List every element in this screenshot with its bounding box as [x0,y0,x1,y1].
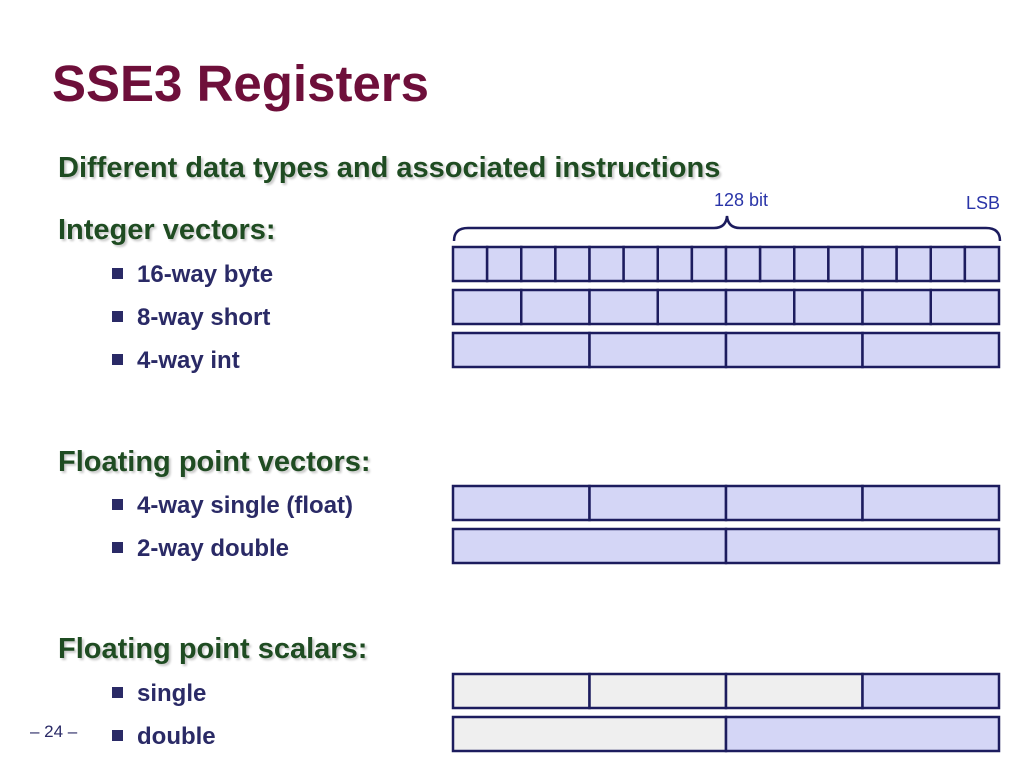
list-item-4-way-single: 4-way single (float) [112,494,353,518]
register-lane [724,715,1001,753]
square-bullet-icon [112,687,123,699]
list-item-label: 8-way short [137,304,271,331]
register-lane [588,331,728,369]
square-bullet-icon [112,542,123,554]
register-row [451,715,1001,753]
register-lane [793,288,864,326]
register-lane [656,245,694,283]
register-width-label: 128 bit [714,190,769,210]
section-heading-floating-point-scalars: Floating point scalars: [58,633,368,665]
register-lane-unused [451,715,728,753]
list-item-label: single [137,680,207,707]
register-lane [929,245,967,283]
register-lane-unused [724,672,864,710]
list-item-16-way-byte: 16-way byte [112,263,273,287]
list-item-single: single [112,682,206,706]
register-lane [451,245,489,283]
square-bullet-icon [112,499,123,511]
register-lane [861,331,1001,369]
register-lane [451,527,728,565]
register-row [451,484,1001,522]
register-row [451,245,1001,283]
register-lane [963,245,1001,283]
list-item-label: 2-way double [137,535,290,562]
register-row [451,672,1001,710]
section-heading-floating-point-vectors: Floating point vectors: [58,446,371,478]
register-lane [554,245,591,283]
register-lane-unused [451,672,591,710]
register-lane [929,288,1001,326]
register-lane [485,245,523,283]
register-row [451,331,1001,369]
square-bullet-icon [112,268,123,280]
register-lane [827,245,864,283]
lsb-label: LSB [966,193,1001,213]
square-bullet-icon [112,730,123,742]
list-item-double: double [112,725,216,749]
register-lane [520,245,557,283]
register-lane [451,484,591,522]
register-lane [690,245,728,283]
list-item-4-way-int: 4-way int [112,349,240,373]
register-lane [861,672,1001,710]
register-lane [451,331,591,369]
register-lane [724,245,762,283]
register-lane [622,245,659,283]
register-lane [451,288,523,326]
register-lane-unused [588,672,728,710]
register-lane [724,331,864,369]
register-lane [758,245,796,283]
list-item-label: 16-way byte [137,261,274,288]
list-item-label: 4-way int [137,347,240,374]
register-lane [656,288,728,326]
register-lane [588,245,625,283]
register-lane [861,245,898,283]
list-item-label: double [137,723,216,750]
list-item-2-way-double: 2-way double [112,537,289,561]
list-item-8-way-short: 8-way short [112,306,270,330]
register-width-brace [452,215,1002,242]
register-row [451,288,1001,326]
register-lane [724,527,1001,565]
page-number: – 24 – [30,722,78,741]
slide-title: SSE3 Registers [52,55,430,112]
square-bullet-icon [112,354,123,366]
register-lane [724,288,796,326]
register-lane [588,288,659,326]
register-lane [895,245,932,283]
slide-subtitle: Different data types and associated inst… [58,152,721,184]
register-lane [588,484,728,522]
list-item-label: 4-way single (float) [137,492,354,519]
register-lane [793,245,830,283]
register-lane [724,484,864,522]
square-bullet-icon [112,311,123,323]
register-lane [520,288,591,326]
register-lane [861,484,1001,522]
section-heading-integer-vectors: Integer vectors: [58,214,276,246]
register-row [451,527,1001,565]
register-lane [861,288,932,326]
